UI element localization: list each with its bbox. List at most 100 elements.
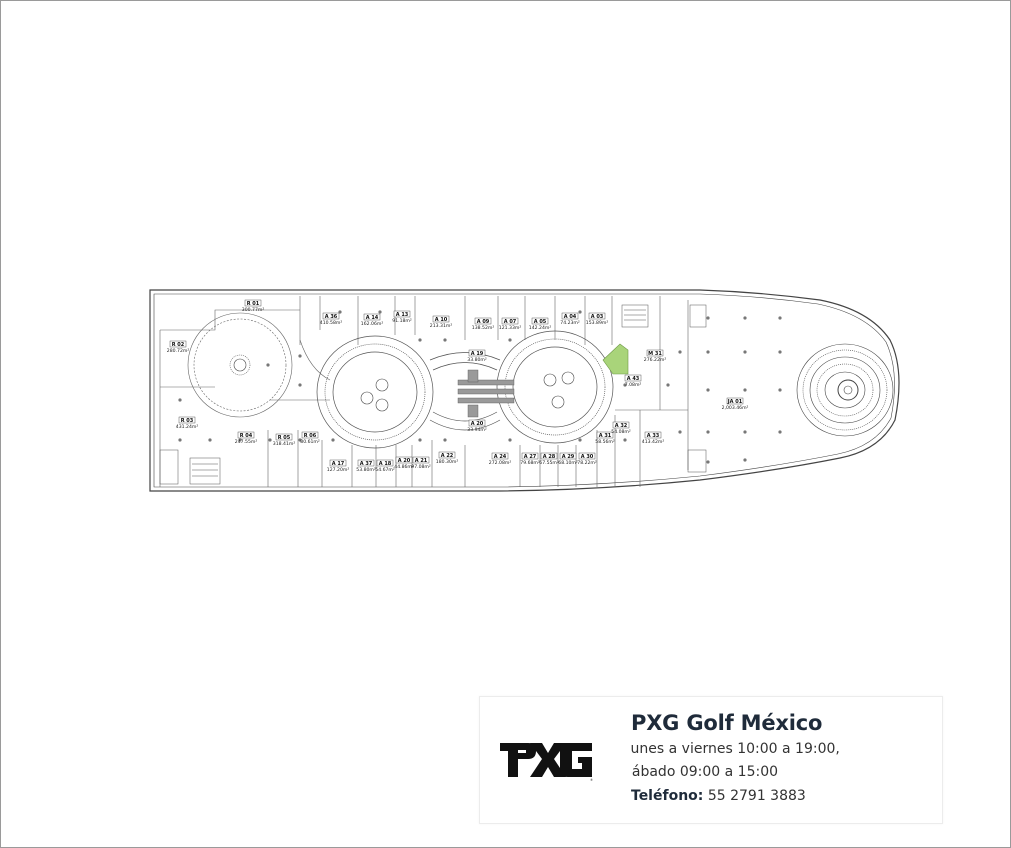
unit-id[interactable]: R 05 xyxy=(278,435,291,441)
unit-id-box xyxy=(646,349,664,357)
highlighted-store-unit[interactable] xyxy=(602,343,629,375)
unit-area: 78.22m² xyxy=(577,460,597,466)
unit-area: 247.55m² xyxy=(235,439,258,445)
unit-area: 97.08m² xyxy=(411,464,431,470)
unit-id[interactable]: A 09 xyxy=(477,319,490,325)
unit-id[interactable]: A 22 xyxy=(441,453,454,459)
unit-area: 54.67m² xyxy=(375,467,395,473)
unit-area: 79.68m² xyxy=(520,460,540,466)
unit-area: 67.55m² xyxy=(539,460,559,466)
unit-id-box xyxy=(363,313,381,321)
unit-id-box xyxy=(322,312,340,320)
unit-id-box xyxy=(540,452,558,460)
unit-id[interactable]: A 10 xyxy=(435,317,448,323)
hours-saturday: Sábado 09:00 a 15:00 xyxy=(631,764,779,781)
partitions xyxy=(159,296,689,487)
unit-area: 413.42m² xyxy=(642,439,665,445)
unit-id-box xyxy=(244,299,262,307)
unit-id[interactable]: A 29 xyxy=(562,454,575,460)
unit-id[interactable]: A 24 xyxy=(494,454,507,460)
unit-id-box xyxy=(501,317,519,325)
unit-area: 54.08m² xyxy=(611,429,631,435)
unit-id[interactable]: A 20 xyxy=(398,458,411,464)
unit-area: 431.24m² xyxy=(176,424,199,430)
pxg-logo: ® xyxy=(500,743,593,782)
unit-id[interactable]: A 03 xyxy=(591,314,604,320)
unit-id[interactable]: R 03 xyxy=(181,418,194,424)
unit-id-box xyxy=(357,459,375,467)
unit-id[interactable]: R 02 xyxy=(172,342,185,348)
unit-id[interactable]: A 37 xyxy=(360,461,373,467)
store-name: PXG Golf México xyxy=(631,711,823,735)
unit-id[interactable]: A 19 xyxy=(471,351,484,357)
unit-id-box xyxy=(432,315,450,323)
unit-id-box xyxy=(468,349,486,357)
phone-number[interactable]: 55 2791 3883 xyxy=(707,788,806,805)
unit-id[interactable]: A 27 xyxy=(524,454,537,460)
unit-area: 74.23m² xyxy=(560,320,580,326)
phone-label: Teléfono: xyxy=(631,788,704,805)
unit-id[interactable]: A 07 xyxy=(504,319,517,325)
planters xyxy=(233,358,575,412)
unit-id[interactable]: A 32 xyxy=(615,423,628,429)
unit-id[interactable]: M 31 xyxy=(648,351,662,357)
unit-id[interactable]: A 33 xyxy=(647,433,660,439)
unit-id[interactable]: R 04 xyxy=(240,433,253,439)
unit-id-box xyxy=(178,416,196,424)
unit-id[interactable]: A 20 xyxy=(471,421,484,427)
unit-id-box xyxy=(596,431,614,439)
unit-area: 80.61m² xyxy=(300,439,320,445)
unit-area: 127.20m² xyxy=(327,467,350,473)
unit-area: 276.22m² xyxy=(644,357,667,363)
unit-id[interactable]: JA 01 xyxy=(727,399,743,405)
unit-area: 33.94m² xyxy=(467,427,487,433)
unit-id[interactable]: R 06 xyxy=(304,433,317,439)
unit-area: 272.08m² xyxy=(489,460,512,466)
unit-area: 318.41m² xyxy=(273,441,296,447)
unit-id[interactable]: A 05 xyxy=(534,319,547,325)
rotunda xyxy=(796,343,894,437)
unit-id-box xyxy=(644,431,662,439)
unit-area: 44.86m² xyxy=(394,464,414,470)
unit-area: 138.52m² xyxy=(472,325,495,331)
unit-area: 33.80m² xyxy=(467,357,487,363)
unit-id-box xyxy=(468,419,486,427)
unit-id-box xyxy=(612,421,630,429)
unit-area: 121.33m² xyxy=(499,325,522,331)
unit-id[interactable]: A 13 xyxy=(396,312,409,318)
unit-id[interactable]: A 17 xyxy=(332,461,345,467)
unit-id[interactable]: A 14 xyxy=(366,315,379,321)
unit-id-box xyxy=(578,452,596,460)
unit-id[interactable]: A 04 xyxy=(564,314,577,320)
unit-id-box xyxy=(376,459,394,467)
unit-area: 2,003.46m² xyxy=(722,405,749,411)
unit-id-box xyxy=(275,433,293,441)
store-card: ® PXG Golf México Lunes a viernes 10:00 … xyxy=(479,696,943,824)
unit-id[interactable]: A 43 xyxy=(627,376,640,382)
unit-id[interactable]: R 01 xyxy=(247,301,260,307)
unit-id-box xyxy=(474,317,492,325)
unit-id[interactable]: A 21 xyxy=(415,458,428,464)
unit-id-box xyxy=(412,456,430,464)
unit-area: 91.18m² xyxy=(392,318,412,324)
unit-area: 410.58m² xyxy=(320,320,343,326)
phone-line: Teléfono: 55 2791 3883 xyxy=(631,788,931,804)
left-atrium xyxy=(187,312,293,418)
unit-area: 58.56m² xyxy=(595,439,615,445)
unit-id[interactable]: A 28 xyxy=(543,454,556,460)
unit-id[interactable]: A 31 xyxy=(599,433,612,439)
unit-id-box xyxy=(301,431,319,439)
unit-id[interactable]: A 18 xyxy=(379,461,392,467)
unit-id-box xyxy=(329,459,347,467)
unit-id[interactable]: A 30 xyxy=(581,454,594,460)
unit-id-box xyxy=(237,431,255,439)
escalators xyxy=(457,369,515,418)
unit-id-box xyxy=(491,452,509,460)
unit-id[interactable]: A 36 xyxy=(325,314,338,320)
unit-area: 142.24m² xyxy=(529,325,552,331)
central-concourse xyxy=(316,330,614,449)
unit-id-box xyxy=(726,397,744,405)
unit-id-box xyxy=(395,456,413,464)
